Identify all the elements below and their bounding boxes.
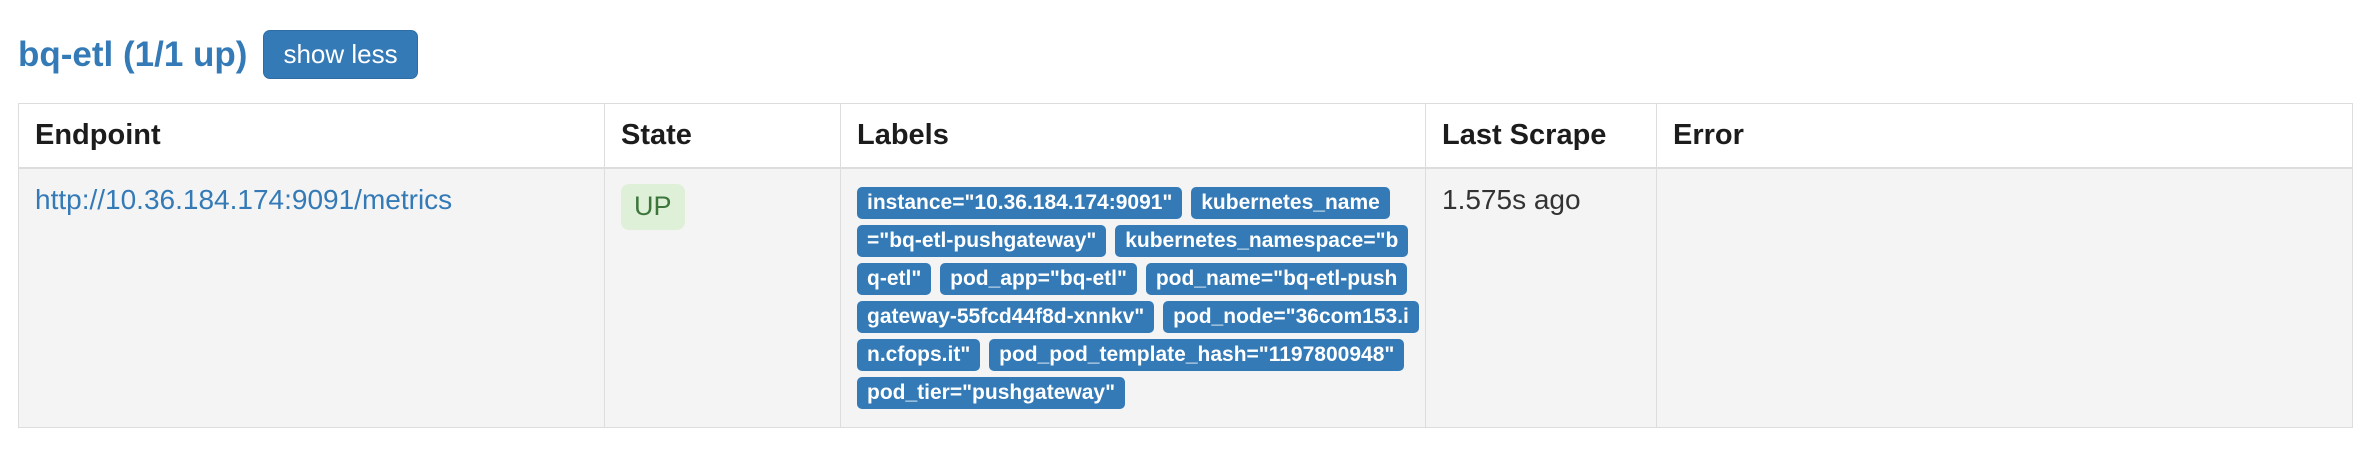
column-header-endpoint: Endpoint (18, 103, 605, 169)
endpoint-link[interactable]: http://10.36.184.174:9091/metrics (35, 184, 453, 215)
job-group-title: bq-etl (1/1 up) (18, 34, 248, 74)
job-group-header: bq-etl (1/1 up) show less (18, 30, 2352, 79)
state-up-badge: UP (621, 184, 685, 230)
labels-list: instance="10.36.184.174:9091" kubernetes… (857, 184, 1419, 412)
error-cell (1656, 167, 2353, 428)
label-badge: pod_tier="pushgateway" (857, 377, 1126, 409)
show-less-button[interactable]: show less (263, 30, 418, 79)
column-header-state: State (604, 103, 841, 169)
targets-table-header: Endpoint State Labels Last Scrape Error (18, 103, 2353, 169)
column-header-last-scrape: Last Scrape (1425, 103, 1657, 169)
targets-table: Endpoint State Labels Last Scrape Error … (18, 103, 2353, 428)
endpoint-cell: http://10.36.184.174:9091/metrics (18, 167, 605, 428)
column-header-labels: Labels (840, 103, 1426, 169)
label-badge: pod_app="bq-etl" (940, 263, 1137, 295)
target-row: http://10.36.184.174:9091/metrics UP ins… (18, 167, 2353, 428)
last-scrape-cell: 1.575s ago (1425, 167, 1657, 428)
label-badge: instance="10.36.184.174:9091" (857, 187, 1183, 219)
targets-page-section: bq-etl (1/1 up) show less Endpoint State… (18, 30, 2353, 428)
column-header-error: Error (1656, 103, 2353, 169)
label-badge: pod_pod_template_hash="1197800948" (989, 339, 1405, 371)
state-cell: UP (604, 167, 841, 428)
last-scrape-value: 1.575s ago (1442, 184, 1581, 215)
labels-cell: instance="10.36.184.174:9091" kubernetes… (840, 167, 1426, 428)
